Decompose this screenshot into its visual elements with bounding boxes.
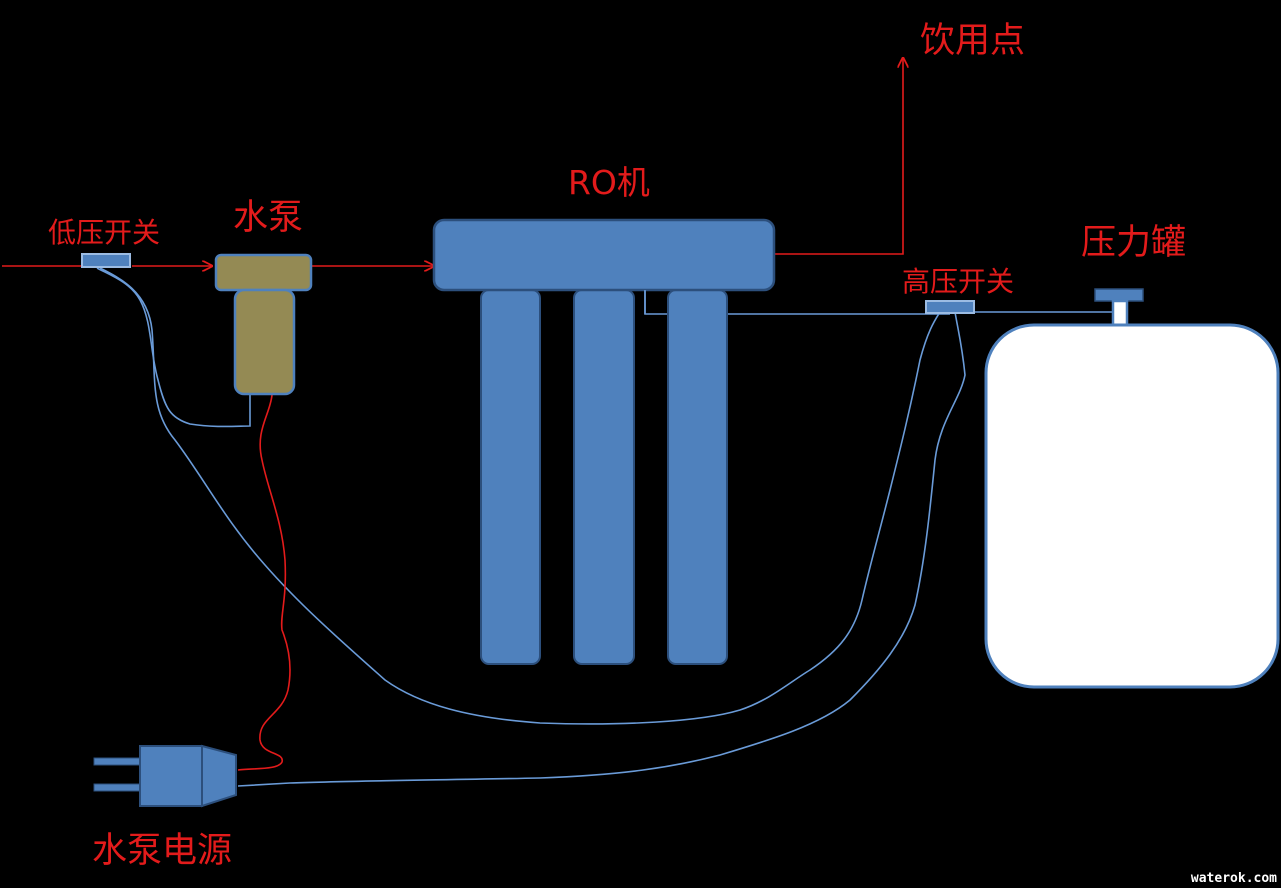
watermark: waterok.com [1191, 871, 1277, 886]
ro-filter-3 [667, 289, 728, 665]
ro-machine [432, 218, 776, 665]
tank-valve-stem [1111, 299, 1129, 327]
pressure-tank-label: 压力罐 [1081, 223, 1186, 263]
wire-low-switch-to-high-switch [99, 267, 941, 725]
pressure-tank [984, 288, 1280, 689]
high-pressure-switch-label: 高压开关 [902, 265, 1014, 298]
line-ro-to-drinking [775, 58, 903, 255]
ro-head [432, 218, 776, 292]
plug-pin-bottom [93, 783, 143, 792]
pump-body [233, 288, 296, 396]
drinking-point-label: 饮用点 [920, 21, 1025, 61]
pump-power-label: 水泵电源 [92, 831, 232, 871]
plug-pin-top [93, 757, 143, 766]
ro-filter-2 [573, 289, 635, 665]
wire-high-switch-to-plug [237, 311, 966, 787]
ro-machine-label: RO机 [568, 163, 650, 202]
wire-low-switch-to-pump [96, 267, 251, 428]
plug-body [139, 745, 203, 807]
high-pressure-switch [925, 300, 975, 314]
power-plug-icon [93, 744, 237, 808]
tank-valve-cap [1094, 288, 1144, 302]
plug-tail [201, 744, 237, 808]
tank-body [984, 323, 1280, 689]
power-cord-pump [237, 394, 291, 771]
low-pressure-switch-label: 低压开关 [48, 216, 160, 249]
low-pressure-switch [81, 253, 131, 268]
pump-label: 水泵 [233, 198, 303, 238]
pump-head [214, 253, 313, 292]
pump [214, 253, 313, 396]
water-lines [2, 58, 903, 771]
ro-filter-1 [480, 289, 541, 665]
